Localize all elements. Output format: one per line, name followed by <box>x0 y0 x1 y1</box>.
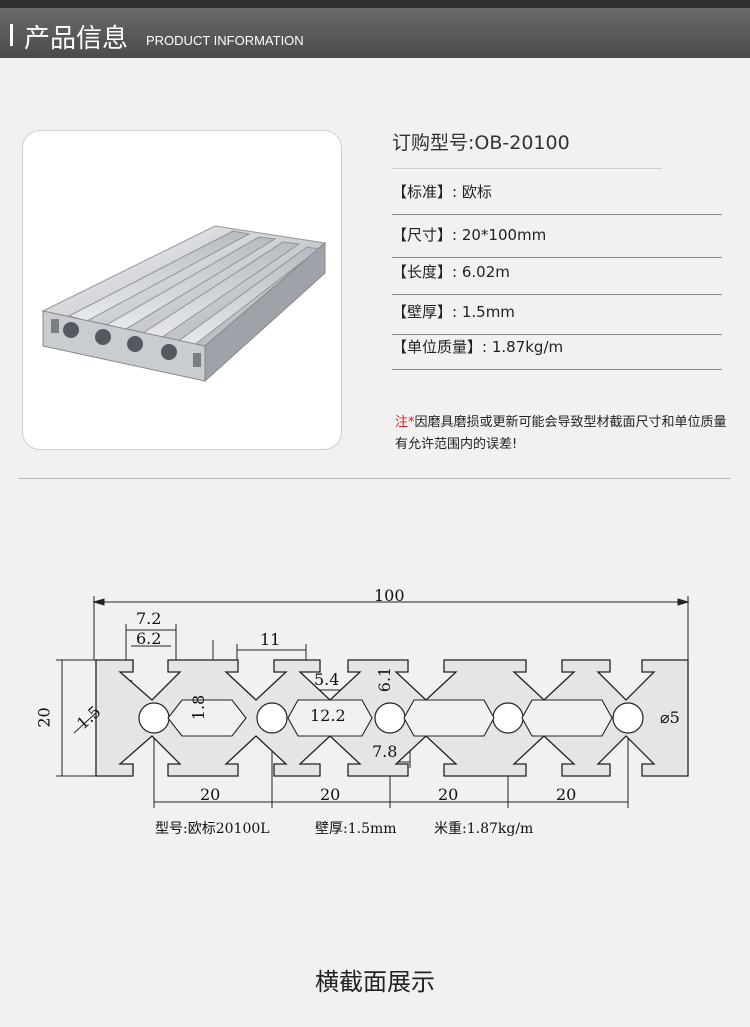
dim-top-span: 11 <box>260 630 281 649</box>
aluminum-profile-image <box>41 225 327 383</box>
spec-value: 1.5mm <box>461 303 515 321</box>
dim-pitch-1: 20 <box>200 785 221 804</box>
header-title-cn: 产品信息 <box>24 24 129 54</box>
dim-overall-width: 100 <box>374 586 405 605</box>
spec-row-weight: 【单位质量】: 1.87kg/m <box>392 336 722 370</box>
spec-row-standard: 【标准】: 欧标 <box>392 181 722 215</box>
spec-label: 【长度】: <box>392 263 458 281</box>
caption-wall: 壁厚:1.5mm <box>315 821 397 837</box>
dim-inner-bottom: 7.8 <box>372 742 398 761</box>
order-model: 订购型号:OB-20100 <box>392 128 662 169</box>
spec-value: 1.87kg/m <box>491 338 564 356</box>
dim-lip: 6.1 <box>375 666 395 693</box>
section-divider <box>18 478 730 479</box>
dim-height: 20 <box>34 707 54 728</box>
dim-depth: 1.8 <box>189 694 209 721</box>
header-title-en: PRODUCT INFORMATION <box>146 33 304 48</box>
spec-label: 【尺寸】: <box>392 226 458 244</box>
spec-row-length: 【长度】: 6.02m <box>392 261 722 295</box>
header-accent-bar <box>10 24 13 46</box>
dim-inner-top: 5.4 <box>314 670 340 689</box>
dim-inner-width: 12.2 <box>310 706 346 725</box>
spec-value: 6.02m <box>461 263 510 281</box>
section-header: 产品信息 PRODUCT INFORMATION <box>0 0 750 58</box>
spec-label: 【单位质量】: <box>392 338 488 356</box>
caption-weight: 米重:1.87kg/m <box>434 821 534 837</box>
dim-pitch-2: 20 <box>320 785 341 804</box>
spec-label: 【壁厚】: <box>392 303 458 321</box>
tolerance-note: 注*因磨具磨损或更新可能会导致型材截面尺寸和单位质量有允许范围内的误差! <box>395 412 730 456</box>
caption-model: 型号:欧标20100L <box>155 821 270 837</box>
spec-row-wall: 【壁厚】: 1.5mm <box>392 301 722 335</box>
spec-label: 【标准】: <box>392 183 458 201</box>
dim-slot-inner: 6.2 <box>136 629 162 648</box>
note-text: 因磨具磨损或更新可能会导致型材截面尺寸和单位质量有允许范围内的误差! <box>395 415 727 452</box>
spec-value: 欧标 <box>461 183 492 201</box>
cross-section-title: 横截面展示 <box>315 968 435 996</box>
product-photo-card <box>22 130 342 450</box>
dim-pitch-4: 20 <box>556 785 577 804</box>
cross-section-drawing <box>56 596 690 808</box>
dim-hole: ⌀5 <box>660 708 680 727</box>
spec-row-size: 【尺寸】: 20*100mm <box>392 224 722 258</box>
dim-pitch-3: 20 <box>438 785 459 804</box>
dim-slot-outer: 7.2 <box>136 609 162 628</box>
note-mark: 注* <box>395 415 415 430</box>
spec-value: 20*100mm <box>461 226 547 244</box>
